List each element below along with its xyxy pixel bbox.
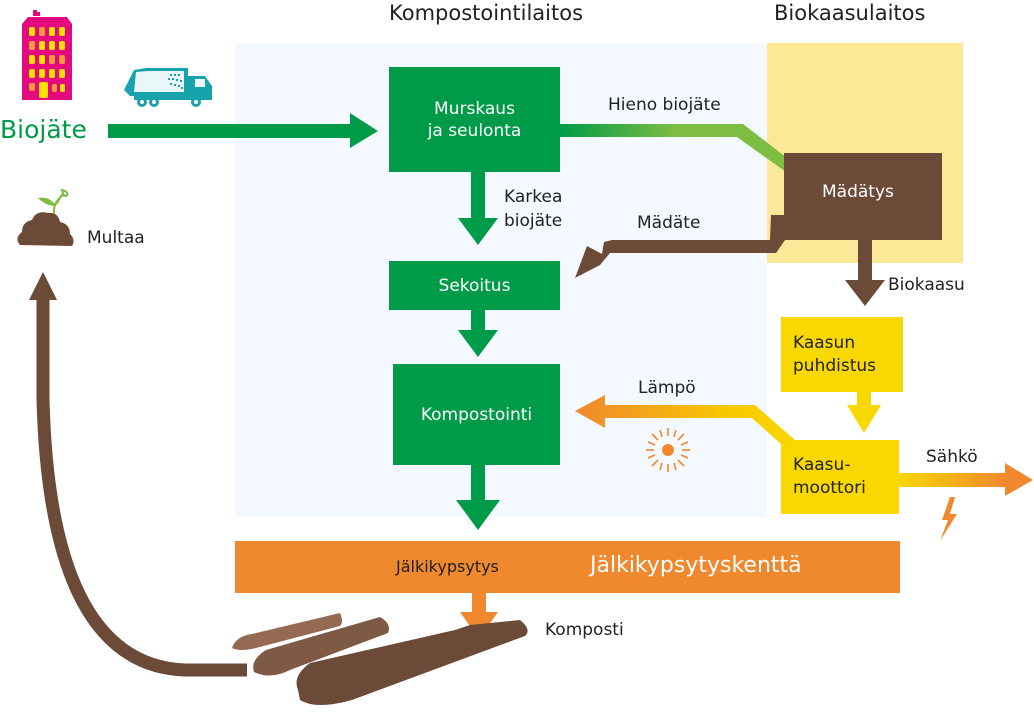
heat-arrow — [575, 395, 795, 452]
coarse-biowaste-label-2: biojäte — [504, 211, 563, 231]
gas-engine-box-bg — [781, 440, 899, 514]
digestate-label: Mädäte — [637, 213, 701, 233]
gas-cleaning-box-bg — [781, 317, 903, 392]
electricity-arrow — [898, 463, 1033, 496]
digestion-box — [784, 153, 942, 240]
soil-return-arrow — [29, 272, 247, 677]
biowaste-label: Biojäte — [0, 115, 87, 144]
biogas-arrow — [845, 238, 885, 306]
biowaste-inflow-arrow — [108, 113, 378, 148]
soil-label: Multaa — [87, 228, 145, 248]
heat-label: Lämpö — [638, 378, 696, 398]
digestate-arrow — [575, 215, 785, 278]
lightning-icon — [940, 497, 957, 541]
mixing-to-composting-arrow — [458, 310, 498, 357]
gas-engine-line-2: moottori — [793, 478, 866, 498]
gas-cleaning-line-2: puhdistus — [793, 355, 877, 376]
coarse-biowaste-arrow — [458, 172, 498, 245]
post-maturing-band — [235, 541, 900, 593]
cleaning-to-engine-arrow — [847, 390, 881, 433]
compost-plant-title: Kompostointilaitos — [389, 1, 584, 25]
compost-piles-icon — [232, 613, 528, 705]
gas-engine-line-1: Kaasu- — [793, 455, 851, 475]
compost-label: Komposti — [545, 620, 624, 640]
fine-biowaste-arrow — [560, 124, 818, 190]
post-maturing-label: Jälkikypsytys — [396, 557, 499, 576]
composting-box: Kompostointi — [393, 364, 560, 465]
apartment-building-icon — [22, 10, 72, 100]
composting-to-maturing-arrow — [456, 465, 500, 530]
soil-sprout-icon — [17, 188, 74, 246]
electricity-label: Sähkö — [926, 447, 978, 467]
mixing-box: Sekoitus — [389, 261, 560, 310]
biogas-label: Biokaasu — [888, 275, 965, 295]
post-maturing-field-label: Jälkikypsytyskenttä — [590, 553, 802, 578]
coarse-biowaste-label-1: Karkea — [504, 187, 563, 207]
gas-cleaning-box: Kaasun puhdistus — [781, 317, 903, 392]
fine-biowaste-label: Hieno biojäte — [608, 95, 721, 115]
digestion-label: Mädätys — [822, 182, 894, 202]
gas-cleaning-line-1: Kaasun — [793, 332, 856, 353]
garbage-truck-icon — [124, 68, 212, 107]
biogas-plant-title: Biokaasulaitos — [774, 1, 926, 25]
heat-sun-icon — [646, 428, 690, 472]
gas-engine-box: Kaasu- moottori — [781, 440, 899, 514]
crushing-screening-box: Murskaus ja seulonta — [389, 67, 560, 172]
